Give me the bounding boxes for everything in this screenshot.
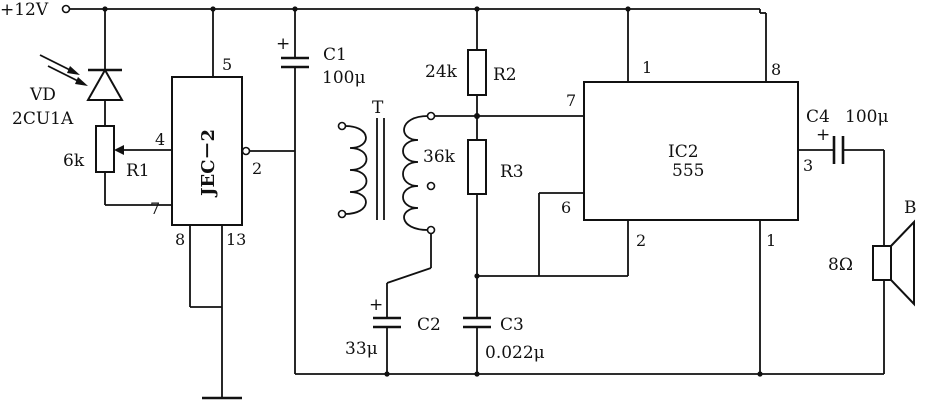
supply-label: +12V bbox=[0, 0, 49, 20]
jec-pin-4: 4 bbox=[155, 130, 165, 149]
supply-rail bbox=[61, 4, 767, 82]
r3-ref: R3 bbox=[500, 162, 524, 182]
r1-ref: R1 bbox=[126, 161, 150, 181]
resistor-r2 bbox=[467, 9, 584, 140]
capacitor-c3 bbox=[463, 316, 491, 374]
r2-value: 24k bbox=[425, 62, 458, 82]
speaker-ref: B bbox=[904, 198, 917, 218]
c4-ref: C4 bbox=[806, 107, 830, 127]
resistor-r3 bbox=[467, 139, 628, 318]
ic2-pin-1-top: 1 bbox=[642, 58, 652, 77]
ic2-type: 555 bbox=[672, 161, 704, 181]
jec-pin-2: 2 bbox=[252, 159, 262, 178]
transformer-ref: T bbox=[372, 98, 384, 118]
c4-plus: + bbox=[816, 125, 830, 145]
ic2-pin-3: 3 bbox=[803, 156, 813, 175]
c2-ref: C2 bbox=[417, 315, 441, 335]
ic2-pin-6: 6 bbox=[561, 198, 571, 217]
ic2-pin-7: 7 bbox=[566, 91, 576, 110]
c1-ref: C1 bbox=[323, 45, 347, 65]
transformer-t bbox=[337, 111, 477, 318]
capacitor-c1 bbox=[281, 9, 309, 374]
c1-value: 100μ bbox=[322, 68, 366, 88]
vd-ref: VD bbox=[29, 85, 56, 105]
jec-pin-13: 13 bbox=[226, 230, 246, 249]
c3-ref: C3 bbox=[500, 315, 524, 335]
c2-plus: + bbox=[369, 295, 383, 315]
speaker-value: 8Ω bbox=[828, 255, 853, 275]
ic2-555 bbox=[538, 9, 834, 374]
speaker-icon bbox=[872, 219, 915, 374]
capacitor-c4 bbox=[832, 136, 885, 246]
jec-name: JEC－2 bbox=[198, 129, 219, 198]
c4-value: 100μ bbox=[845, 107, 889, 127]
jec-pin-7: 7 bbox=[150, 199, 160, 218]
photodiode-vd bbox=[39, 9, 124, 126]
potentiometer-r1 bbox=[95, 125, 172, 206]
jec-module bbox=[171, 9, 295, 400]
r2-ref: R2 bbox=[493, 65, 517, 85]
c3-value: 0.022μ bbox=[485, 343, 545, 363]
jec-pin-5: 5 bbox=[222, 55, 232, 74]
capacitor-c2 bbox=[373, 316, 401, 374]
ic2-pin-1-bottom: 1 bbox=[766, 231, 776, 250]
transformer-tap: 36k bbox=[423, 147, 456, 167]
r1-value: 6k bbox=[63, 151, 85, 171]
c1-plus: + bbox=[276, 34, 290, 54]
vd-part: 2CU1A bbox=[12, 109, 74, 129]
ic2-pin-2: 2 bbox=[636, 231, 646, 250]
ground-rail bbox=[295, 371, 884, 377]
c2-value: 33μ bbox=[345, 339, 378, 359]
jec-pin-8: 8 bbox=[175, 230, 185, 249]
ic2-name: IC2 bbox=[668, 142, 699, 162]
ic2-pin-8: 8 bbox=[771, 60, 781, 79]
